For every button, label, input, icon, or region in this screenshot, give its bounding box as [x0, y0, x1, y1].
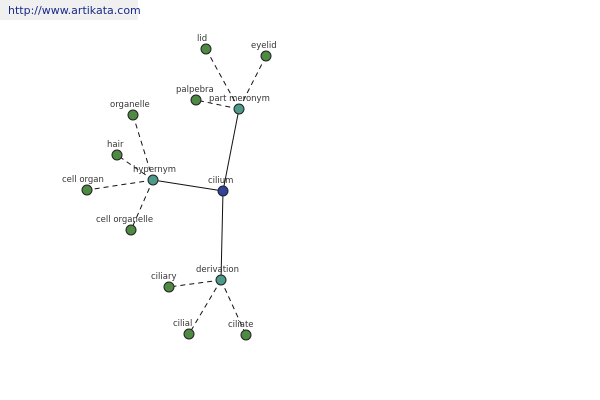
credit-link[interactable]: http://www.artikata.com — [8, 4, 141, 17]
edge-cilium-to-part-meronym — [222, 108, 240, 192]
node-lid[interactable]: lid — [197, 34, 212, 55]
node-label-cilium: cilium — [208, 176, 233, 186]
node-marker-organelle[interactable] — [127, 109, 139, 121]
node-label-hair: hair — [107, 140, 124, 150]
node-marker-palpebra[interactable] — [190, 94, 202, 106]
edge-part-meronym-to-eyelid — [238, 55, 267, 110]
node-eyelid[interactable]: eyelid — [251, 41, 277, 62]
node-hair[interactable]: hair — [107, 140, 124, 161]
node-cell-organ[interactable]: cell organ — [62, 175, 104, 196]
node-label-organelle: organelle — [110, 100, 150, 110]
node-label-part-meronym: part meronym — [209, 94, 270, 104]
edge-derivation-to-cilial — [188, 279, 222, 335]
node-palpebra[interactable]: palpebra — [176, 85, 214, 106]
node-part-meronym[interactable]: part meronym — [209, 94, 270, 115]
edge-hypernym-to-hair — [116, 154, 154, 181]
edge-derivation-to-ciliary — [168, 279, 222, 288]
node-hypernym[interactable]: hypernym — [133, 165, 176, 186]
node-ciliary[interactable]: ciliary — [151, 272, 177, 293]
edge-part-meronym-to-lid — [205, 48, 240, 110]
node-label-palpebra: palpebra — [176, 85, 214, 95]
node-marker-cilial[interactable] — [183, 328, 195, 340]
node-label-ciliate: ciliate — [228, 320, 254, 330]
edge-hypernym-to-cell-organelle — [130, 179, 154, 231]
node-label-derivation: derivation — [196, 265, 239, 275]
node-marker-eyelid[interactable] — [260, 50, 272, 62]
node-derivation[interactable]: derivation — [196, 265, 239, 286]
node-label-cilial: cilial — [173, 319, 192, 329]
node-marker-hypernym[interactable] — [147, 174, 159, 186]
node-marker-cilium[interactable] — [217, 185, 229, 197]
node-marker-lid[interactable] — [200, 43, 212, 55]
node-label-ciliary: ciliary — [151, 272, 177, 282]
node-label-cell-organ: cell organ — [62, 175, 104, 185]
node-marker-derivation[interactable] — [215, 274, 227, 286]
node-label-cell-organelle: cell organelle — [96, 215, 153, 225]
graph-edges — [86, 48, 267, 336]
node-marker-cell-organelle[interactable] — [125, 224, 137, 236]
node-cilium[interactable]: cilium — [208, 176, 233, 197]
node-marker-ciliary[interactable] — [163, 281, 175, 293]
node-label-hypernym: hypernym — [133, 165, 176, 175]
credit-banner: http://www.artikata.com — [0, 0, 141, 20]
edge-derivation-to-ciliate — [220, 279, 247, 336]
node-label-lid: lid — [197, 34, 207, 44]
node-marker-cell-organ[interactable] — [81, 184, 93, 196]
node-marker-hair[interactable] — [111, 149, 123, 161]
edge-cilium-to-hypernym — [152, 179, 224, 192]
node-cilial[interactable]: cilial — [173, 319, 195, 340]
node-cell-organelle[interactable]: cell organelle — [96, 215, 153, 236]
edge-cilium-to-derivation — [220, 190, 224, 281]
node-ciliate[interactable]: ciliate — [228, 320, 254, 341]
node-marker-ciliate[interactable] — [240, 329, 252, 341]
node-marker-part-meronym[interactable] — [233, 103, 245, 115]
edge-hypernym-to-organelle — [132, 114, 154, 181]
graph-nodes: cilium part meronym hypernym derivation lid e… — [62, 34, 277, 341]
node-label-eyelid: eyelid — [251, 41, 277, 51]
node-organelle[interactable]: organelle — [110, 100, 150, 121]
edge-hypernym-to-cell-organ — [86, 179, 154, 191]
edge-part-meronym-to-palpebra — [195, 99, 240, 110]
